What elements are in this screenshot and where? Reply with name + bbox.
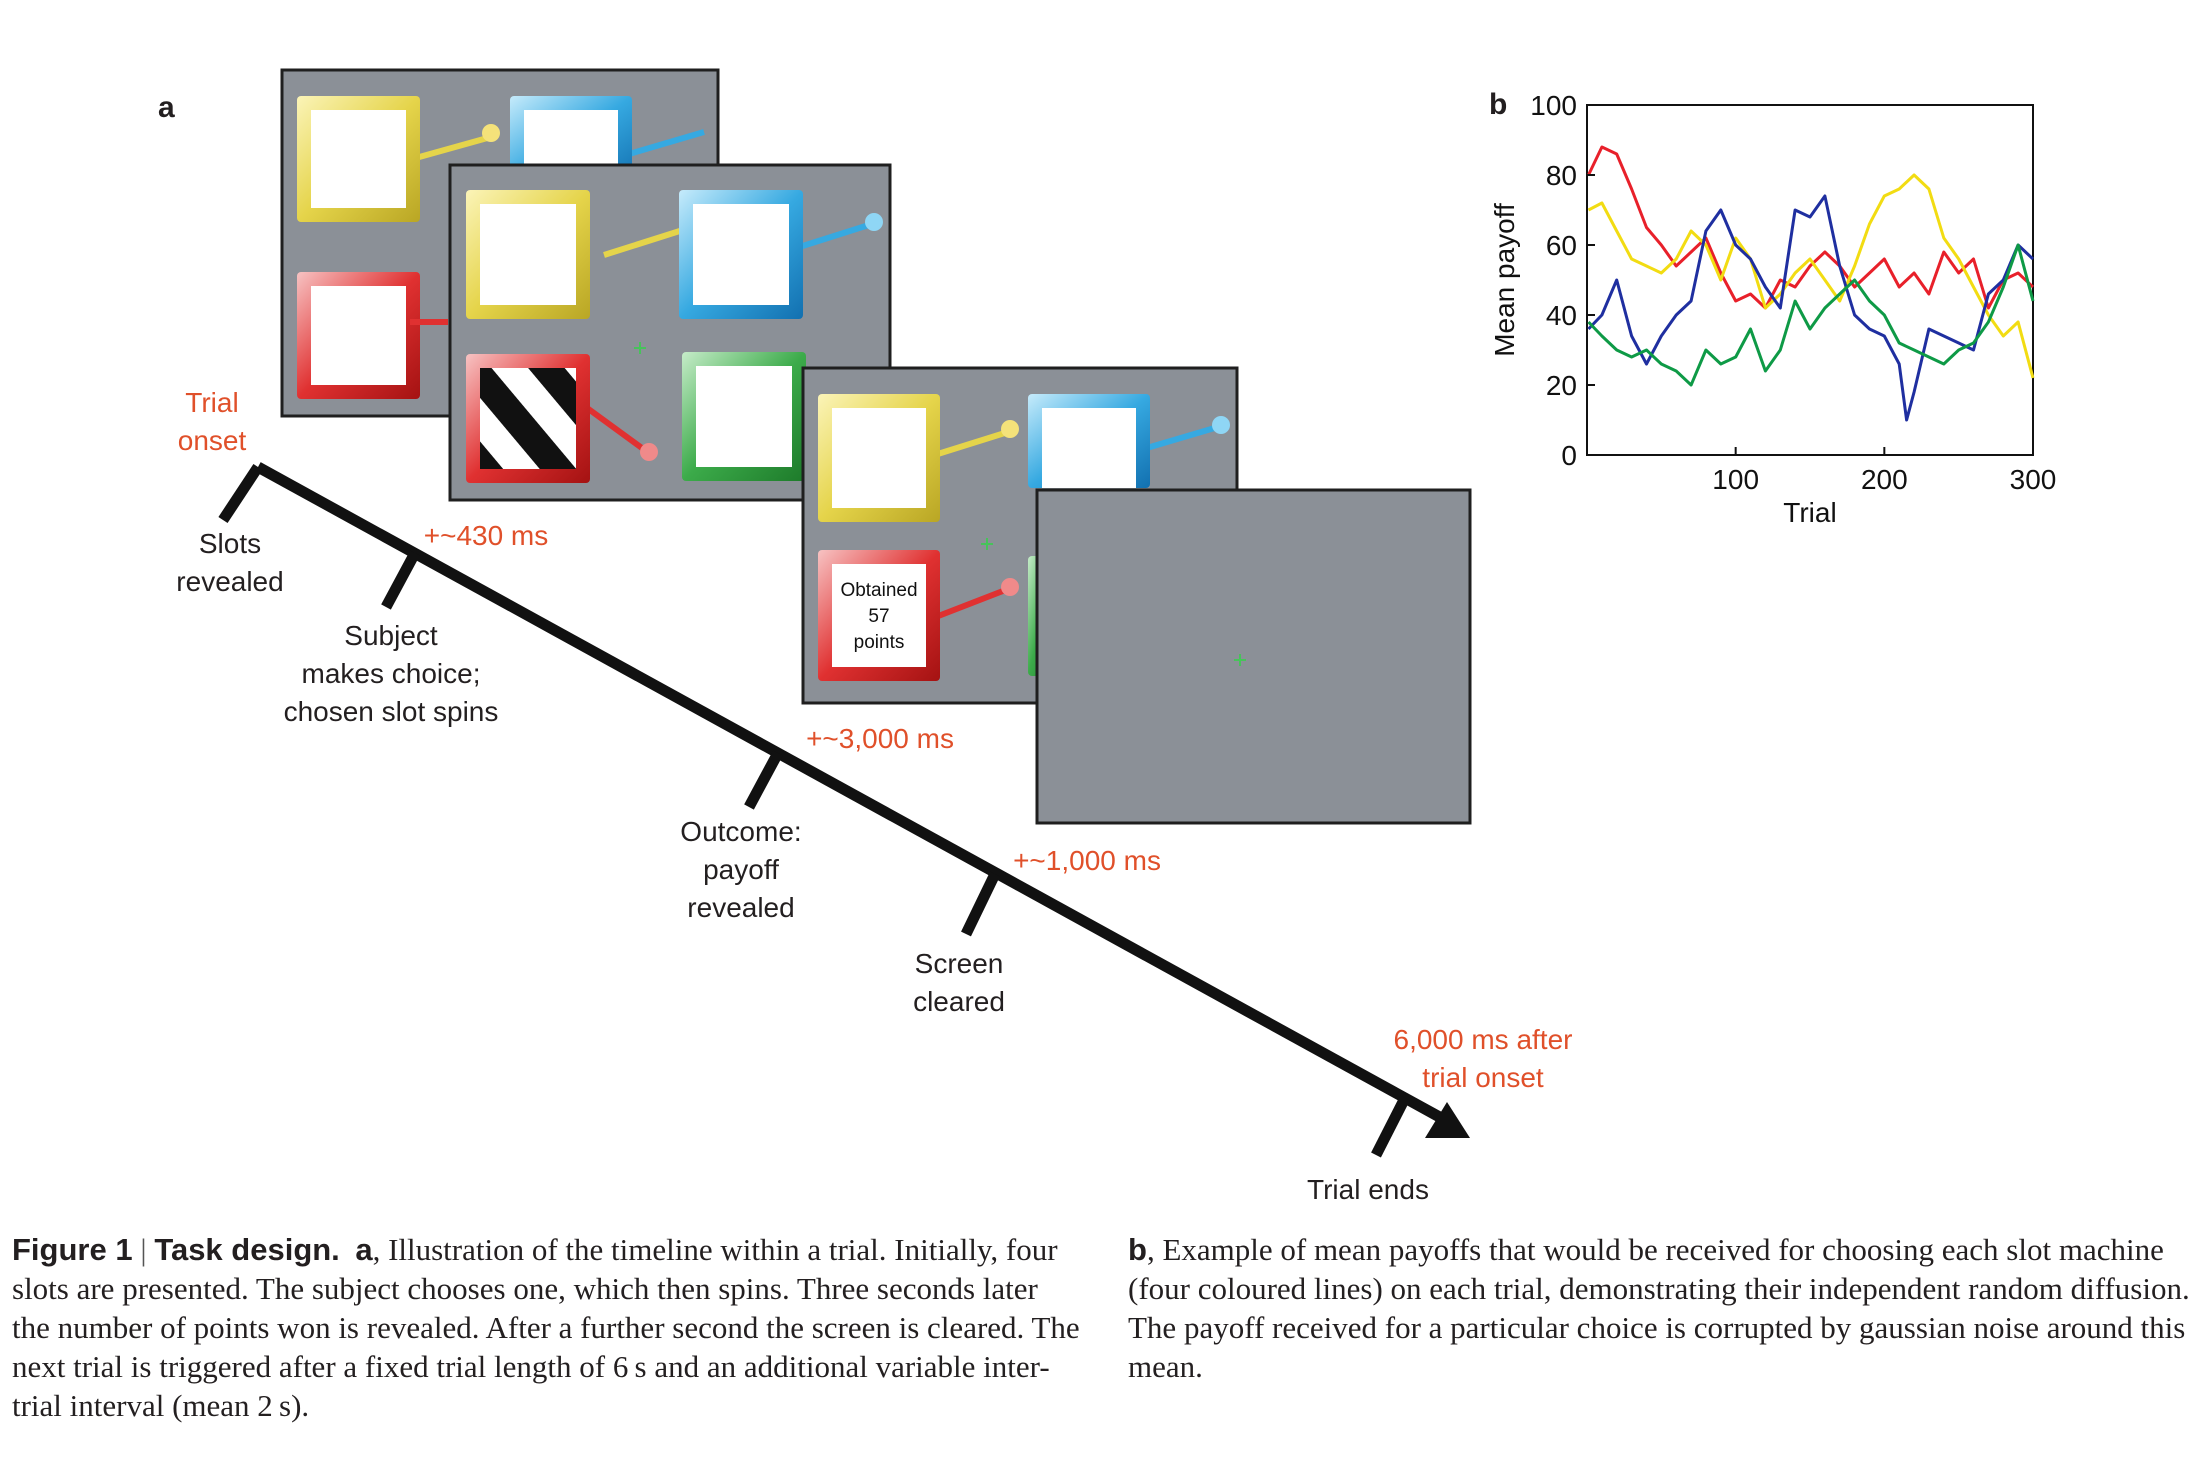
tick-screen-cleared	[961, 871, 1000, 937]
tick-choice	[381, 550, 420, 610]
y-tick-label: 40	[1546, 300, 1577, 331]
series-line-green	[1587, 243, 2035, 387]
outcome-text-line-2: 57	[868, 606, 889, 627]
slot-machine-blue	[1028, 394, 1230, 488]
slot-machine-red	[297, 272, 448, 399]
caption-separator: |	[140, 1232, 147, 1267]
delay-label-outcome: +~3,000 ms	[806, 723, 954, 754]
delay-label-screen-cleared: +~1,000 ms	[1013, 845, 1161, 876]
x-tick-label: 300	[2010, 464, 2057, 495]
x-tick-label: 100	[1712, 464, 1759, 495]
panel-label-a: a	[158, 91, 175, 124]
series-line-yellow	[1587, 173, 2035, 379]
fixation-cross	[981, 538, 993, 550]
screen-choice	[448, 163, 892, 502]
caption-column-a: Figure 1 | Task design. a, Illustration …	[12, 1230, 1082, 1425]
tick-slots-revealed	[218, 463, 263, 524]
slot-machine-yellow	[818, 394, 1019, 522]
screen-cleared	[1035, 488, 1472, 825]
caption-panel-b-label: b	[1128, 1232, 1147, 1267]
caption-text-a: , Illustration of the timeline within a …	[12, 1232, 1080, 1423]
chart-series-group	[1587, 145, 2035, 422]
slot-machine-yellow	[297, 96, 500, 222]
timeline-axis	[255, 462, 1448, 1125]
y-tick-label: 20	[1546, 370, 1577, 401]
y-tick-label: 80	[1546, 160, 1577, 191]
tick-trial-ends	[1371, 1095, 1410, 1158]
slot-machine-blue	[679, 190, 883, 319]
series-line-blue	[1587, 194, 2035, 422]
delay-label-choice: +~430 ms	[424, 520, 549, 551]
y-tick-label: 100	[1530, 90, 1577, 121]
series-line-red	[1587, 145, 2035, 310]
x-tick-label: 200	[1861, 464, 1908, 495]
slot-machine-green	[682, 352, 806, 481]
slot-machine-red-spinning	[466, 354, 658, 483]
outcome-text-line-3: points	[854, 632, 905, 653]
caption-text-b: , Example of mean payoffs that would be …	[1128, 1232, 2190, 1384]
chart-x-axis-label: Trial	[1783, 497, 1836, 528]
payoff-chart: 0 20 40 60 80 100 100 200 300 Trial Mean payoff	[1489, 90, 2056, 528]
chart-plot-area	[1586, 104, 2034, 456]
chart-ticks-group: 0 20 40 60 80 100 100 200 300	[1530, 90, 2056, 495]
fixation-cross	[634, 342, 646, 354]
timeline	[218, 462, 1470, 1158]
y-tick-label: 0	[1561, 440, 1577, 471]
caption-panel-a-label: a	[355, 1232, 373, 1267]
event-label-trial-ends: Trial ends	[1307, 1174, 1429, 1205]
panel-label-b: b	[1489, 88, 1507, 121]
slot-machine-red-outcome: Obtained 57 points	[818, 550, 1019, 681]
slot-machine-yellow	[466, 190, 697, 319]
caption-column-b: b, Example of mean payoffs that would be…	[1128, 1230, 2198, 1386]
tick-outcome	[744, 750, 783, 810]
fixation-cross	[1234, 654, 1246, 666]
y-tick-label: 60	[1546, 230, 1577, 261]
outcome-text-line-1: Obtained	[840, 580, 917, 601]
timeline-arrowhead	[1425, 1102, 1470, 1138]
figure-title: Task design.	[154, 1232, 340, 1267]
figure-label: Figure 1	[12, 1232, 133, 1267]
chart-y-axis-label: Mean payoff	[1489, 203, 1520, 357]
